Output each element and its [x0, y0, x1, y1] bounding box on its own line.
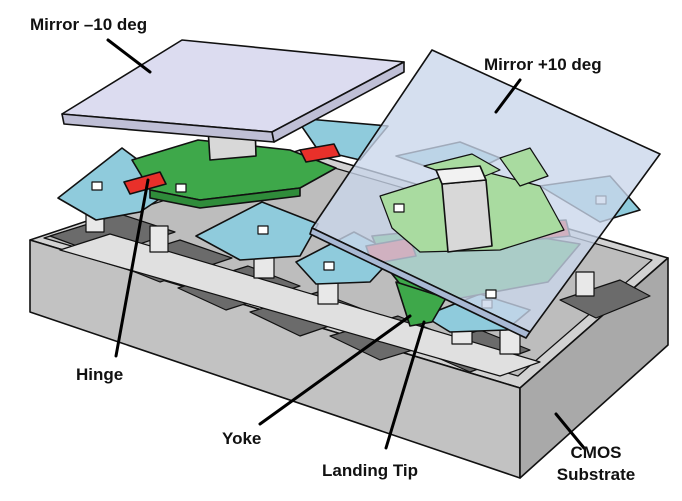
label-landing-tip: Landing Tip [322, 461, 418, 480]
label-mirror-minus-10: Mirror –10 deg [30, 15, 147, 34]
label-hinge: Hinge [76, 365, 123, 384]
label-substrate: Substrate [557, 465, 635, 484]
label-mirror-plus-10: Mirror +10 deg [484, 55, 602, 74]
label-yoke: Yoke [222, 429, 261, 448]
label-cmos: CMOS [571, 443, 622, 462]
